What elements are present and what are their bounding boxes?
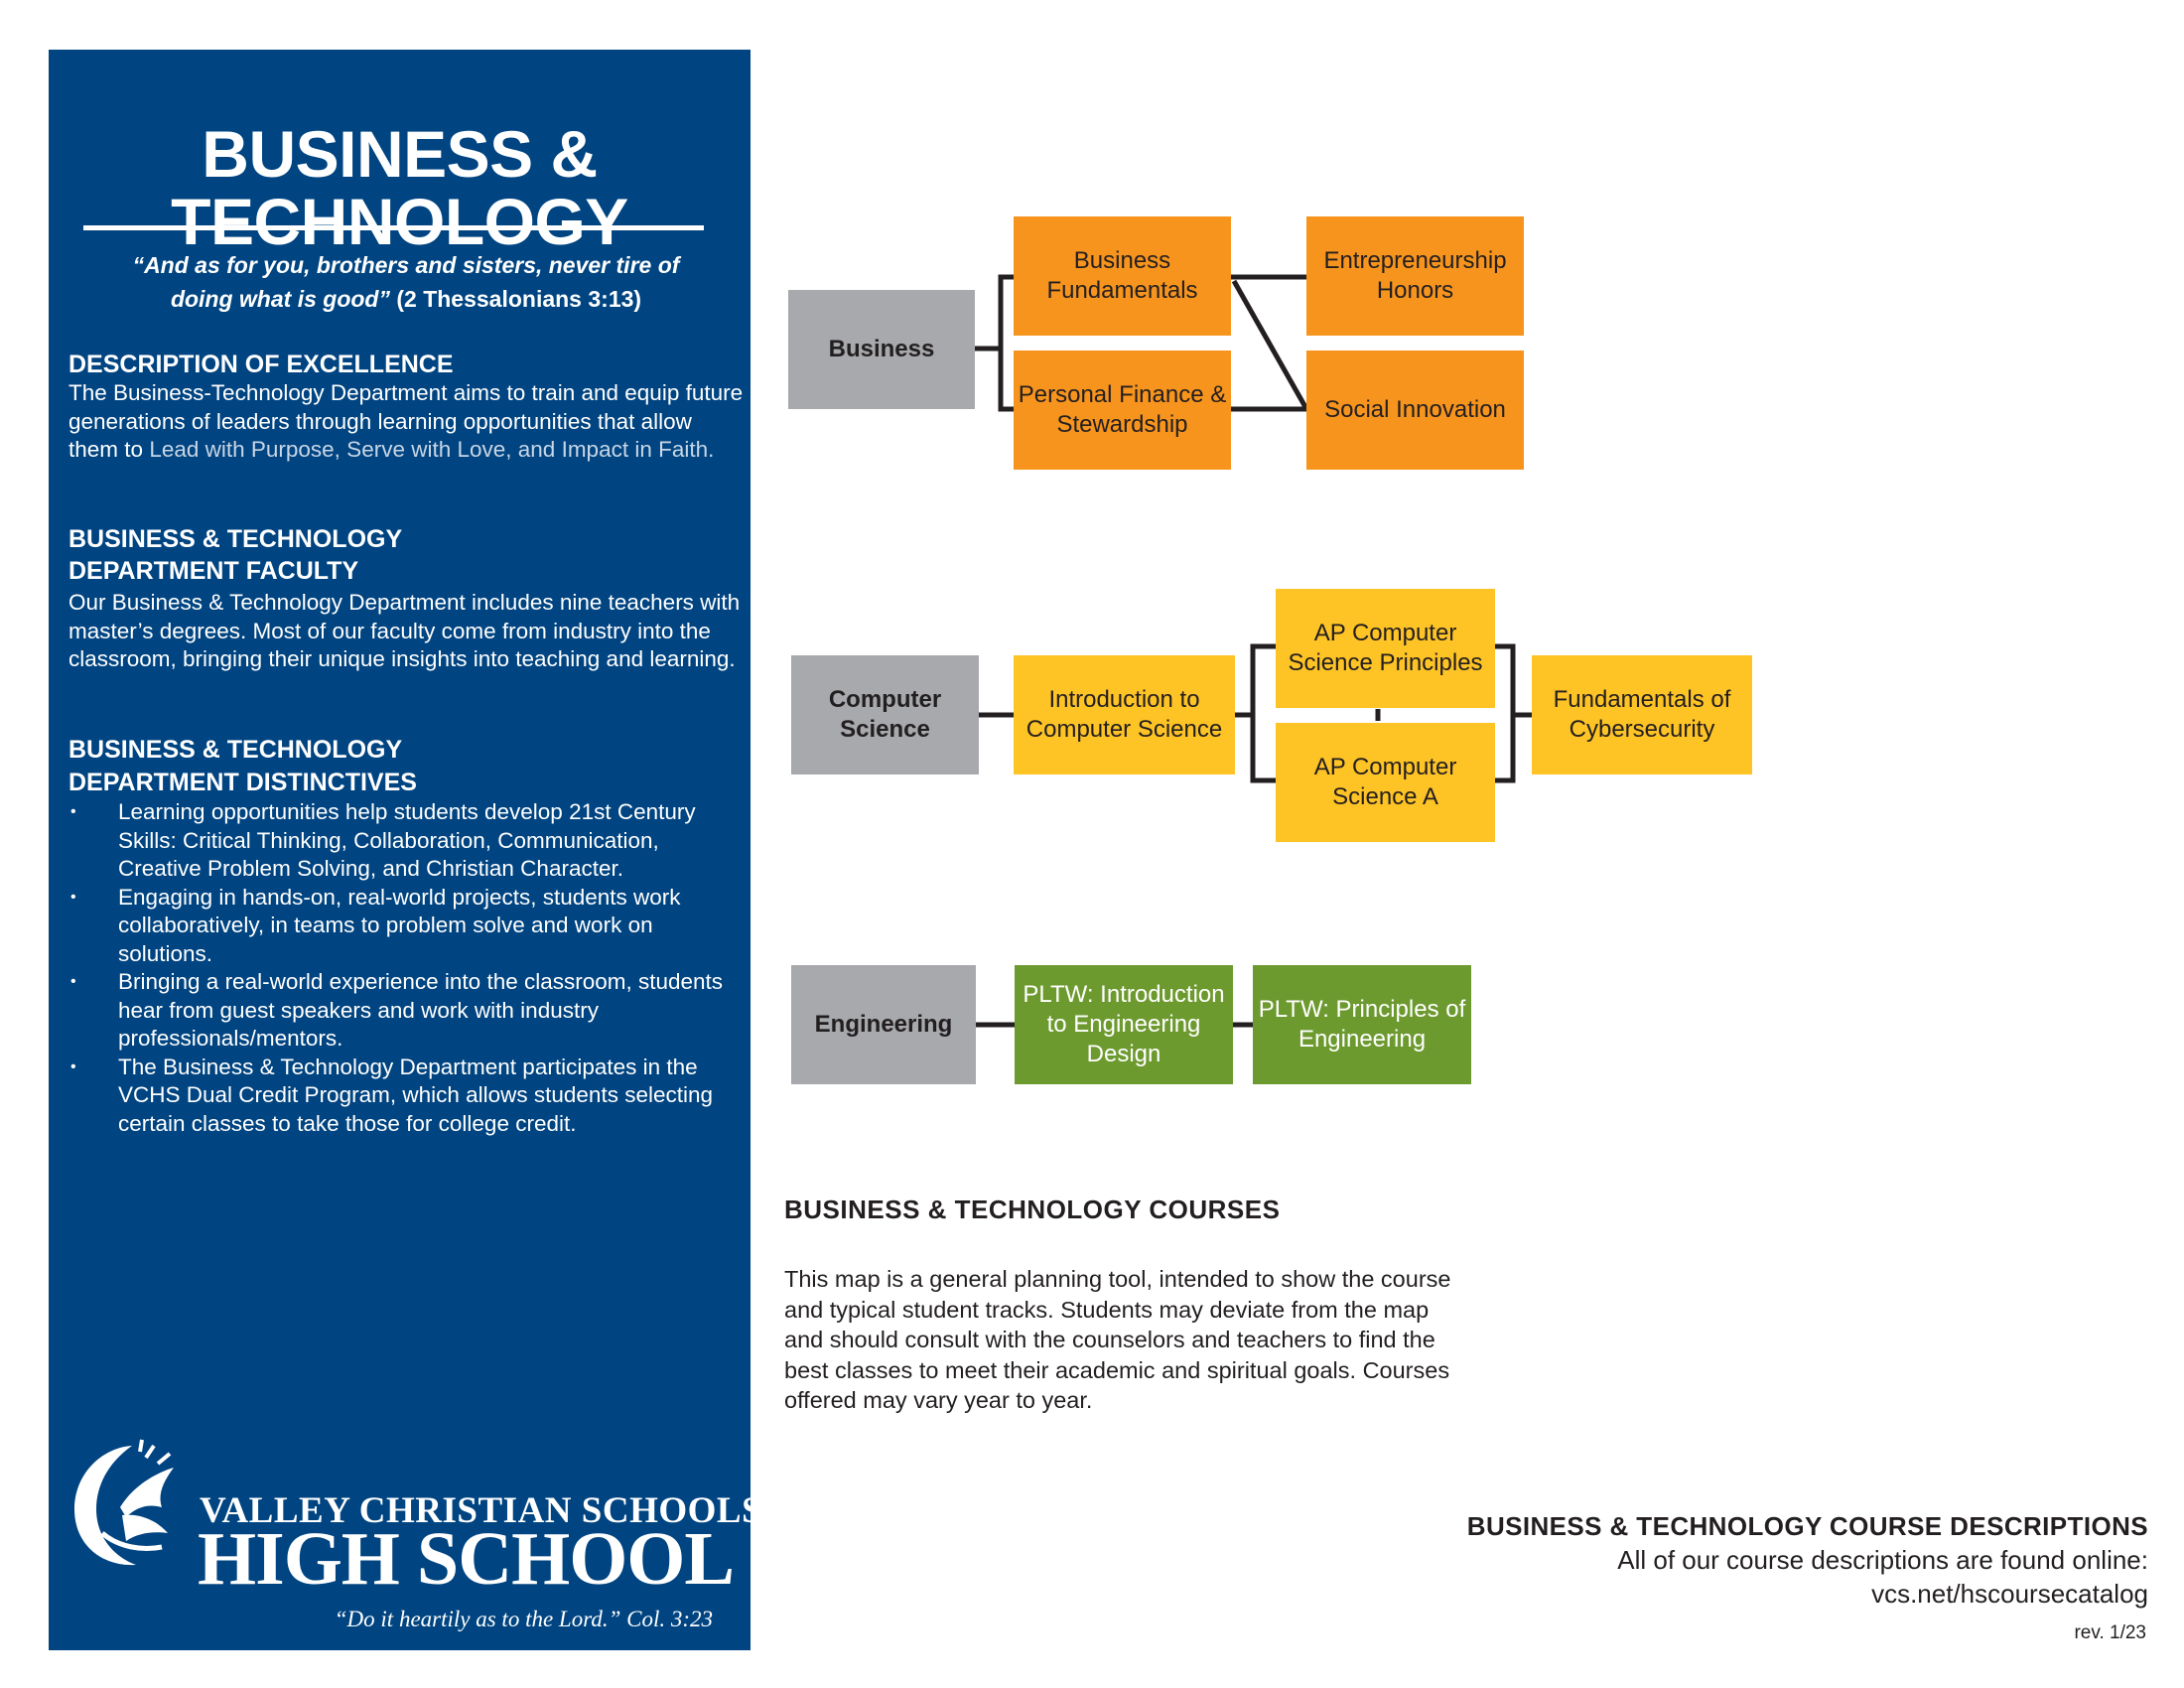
excellence-body: The Business-Technology Department aims … bbox=[68, 379, 744, 465]
distinctives-list: Learning opportunities help students dev… bbox=[68, 798, 744, 1138]
scripture-verse: “And as for you, brothers and sisters, n… bbox=[108, 248, 704, 316]
faculty-heading-line2: DEPARTMENT FACULTY bbox=[68, 557, 359, 585]
revision-label: rev. 1/23 bbox=[2074, 1622, 2146, 1643]
dove-logo-icon bbox=[74, 1439, 174, 1566]
course-ap-cs-a: AP Computer Science A bbox=[1276, 723, 1495, 842]
list-item: Engaging in hands-on, real-world project… bbox=[68, 884, 744, 969]
excellence-heading: DESCRIPTION OF EXCELLENCE bbox=[68, 351, 454, 378]
list-item: Learning opportunities help students dev… bbox=[68, 798, 744, 884]
courses-heading: BUSINESS & TECHNOLOGY COURSES bbox=[784, 1195, 1281, 1224]
verse-reference: (2 Thessalonians 3:13) bbox=[396, 286, 642, 312]
distinctives-heading-line2: DEPARTMENT DISTINCTIVES bbox=[68, 769, 417, 796]
category-engineering: Engineering bbox=[791, 965, 976, 1084]
courses-description: This map is a general planning tool, int… bbox=[784, 1266, 1451, 1413]
course-fundamentals-cybersecurity: Fundamentals of Cybersecurity bbox=[1532, 655, 1752, 774]
course-pltw-principles-engineering: PLTW: Principles of Engineering bbox=[1253, 965, 1471, 1084]
course-social-innovation: Social Innovation bbox=[1306, 351, 1524, 470]
faculty-heading-line1: BUSINESS & TECHNOLOGY bbox=[68, 525, 403, 553]
course-intro-computer-science: Introduction to Computer Science bbox=[1014, 655, 1235, 774]
category-business: Business bbox=[788, 290, 975, 409]
course-business-fundamentals: Business Fundamentals bbox=[1014, 216, 1231, 336]
list-item: Bringing a real-world experience into th… bbox=[68, 968, 744, 1054]
course-entrepreneurship-honors: Entrepreneurship Honors bbox=[1306, 216, 1524, 336]
list-item: The Business & Technology Department par… bbox=[68, 1054, 744, 1139]
course-descriptions-text: All of our course descriptions are found… bbox=[1617, 1545, 2148, 1575]
category-computer-science: Computer Science bbox=[791, 655, 979, 774]
verse-quote: “And as for you, brothers and sisters, n… bbox=[132, 252, 680, 312]
high-school-label: HIGH SCHOOL bbox=[198, 1517, 735, 1601]
excellence-highlight: Lead with Purpose, Serve with Love, and … bbox=[149, 437, 715, 462]
faculty-body: Our Business & Technology Department inc… bbox=[68, 590, 741, 671]
page-title-line1: BUSINESS & bbox=[202, 117, 598, 191]
course-descriptions-heading: BUSINESS & TECHNOLOGY COURSE DESCRIPTION… bbox=[1466, 1511, 2148, 1541]
trademark-symbol: ™ bbox=[762, 1489, 774, 1501]
school-name: VALLEY CHRISTIAN SCHOOLS™ bbox=[200, 1489, 774, 1532]
course-descriptions-block: BUSINESS & TECHNOLOGY COURSE DESCRIPTION… bbox=[1467, 1509, 2148, 1611]
school-name-text: VALLEY CHRISTIAN SCHOOLS bbox=[200, 1490, 763, 1531]
catalog-link[interactable]: vcs.net/hscoursecatalog bbox=[1871, 1579, 2148, 1609]
title-divider bbox=[83, 225, 704, 230]
course-pltw-intro-engineering: PLTW: Introduction to Engineering Design bbox=[1015, 965, 1233, 1084]
sidebar-panel: BUSINESS & TECHNOLOGY “And as for you, b… bbox=[49, 50, 773, 1650]
school-motto: “Do it heartily as to the Lord.” Col. 3:… bbox=[334, 1607, 713, 1631]
course-ap-cs-principles: AP Computer Science Principles bbox=[1276, 589, 1495, 708]
distinctives-heading-line1: BUSINESS & TECHNOLOGY bbox=[68, 736, 403, 764]
course-personal-finance: Personal Finance & Stewardship bbox=[1014, 351, 1231, 470]
excellence-text: The Business-Technology Department aims … bbox=[68, 380, 744, 462]
page-title-line2: TECHNOLOGY bbox=[171, 185, 628, 258]
